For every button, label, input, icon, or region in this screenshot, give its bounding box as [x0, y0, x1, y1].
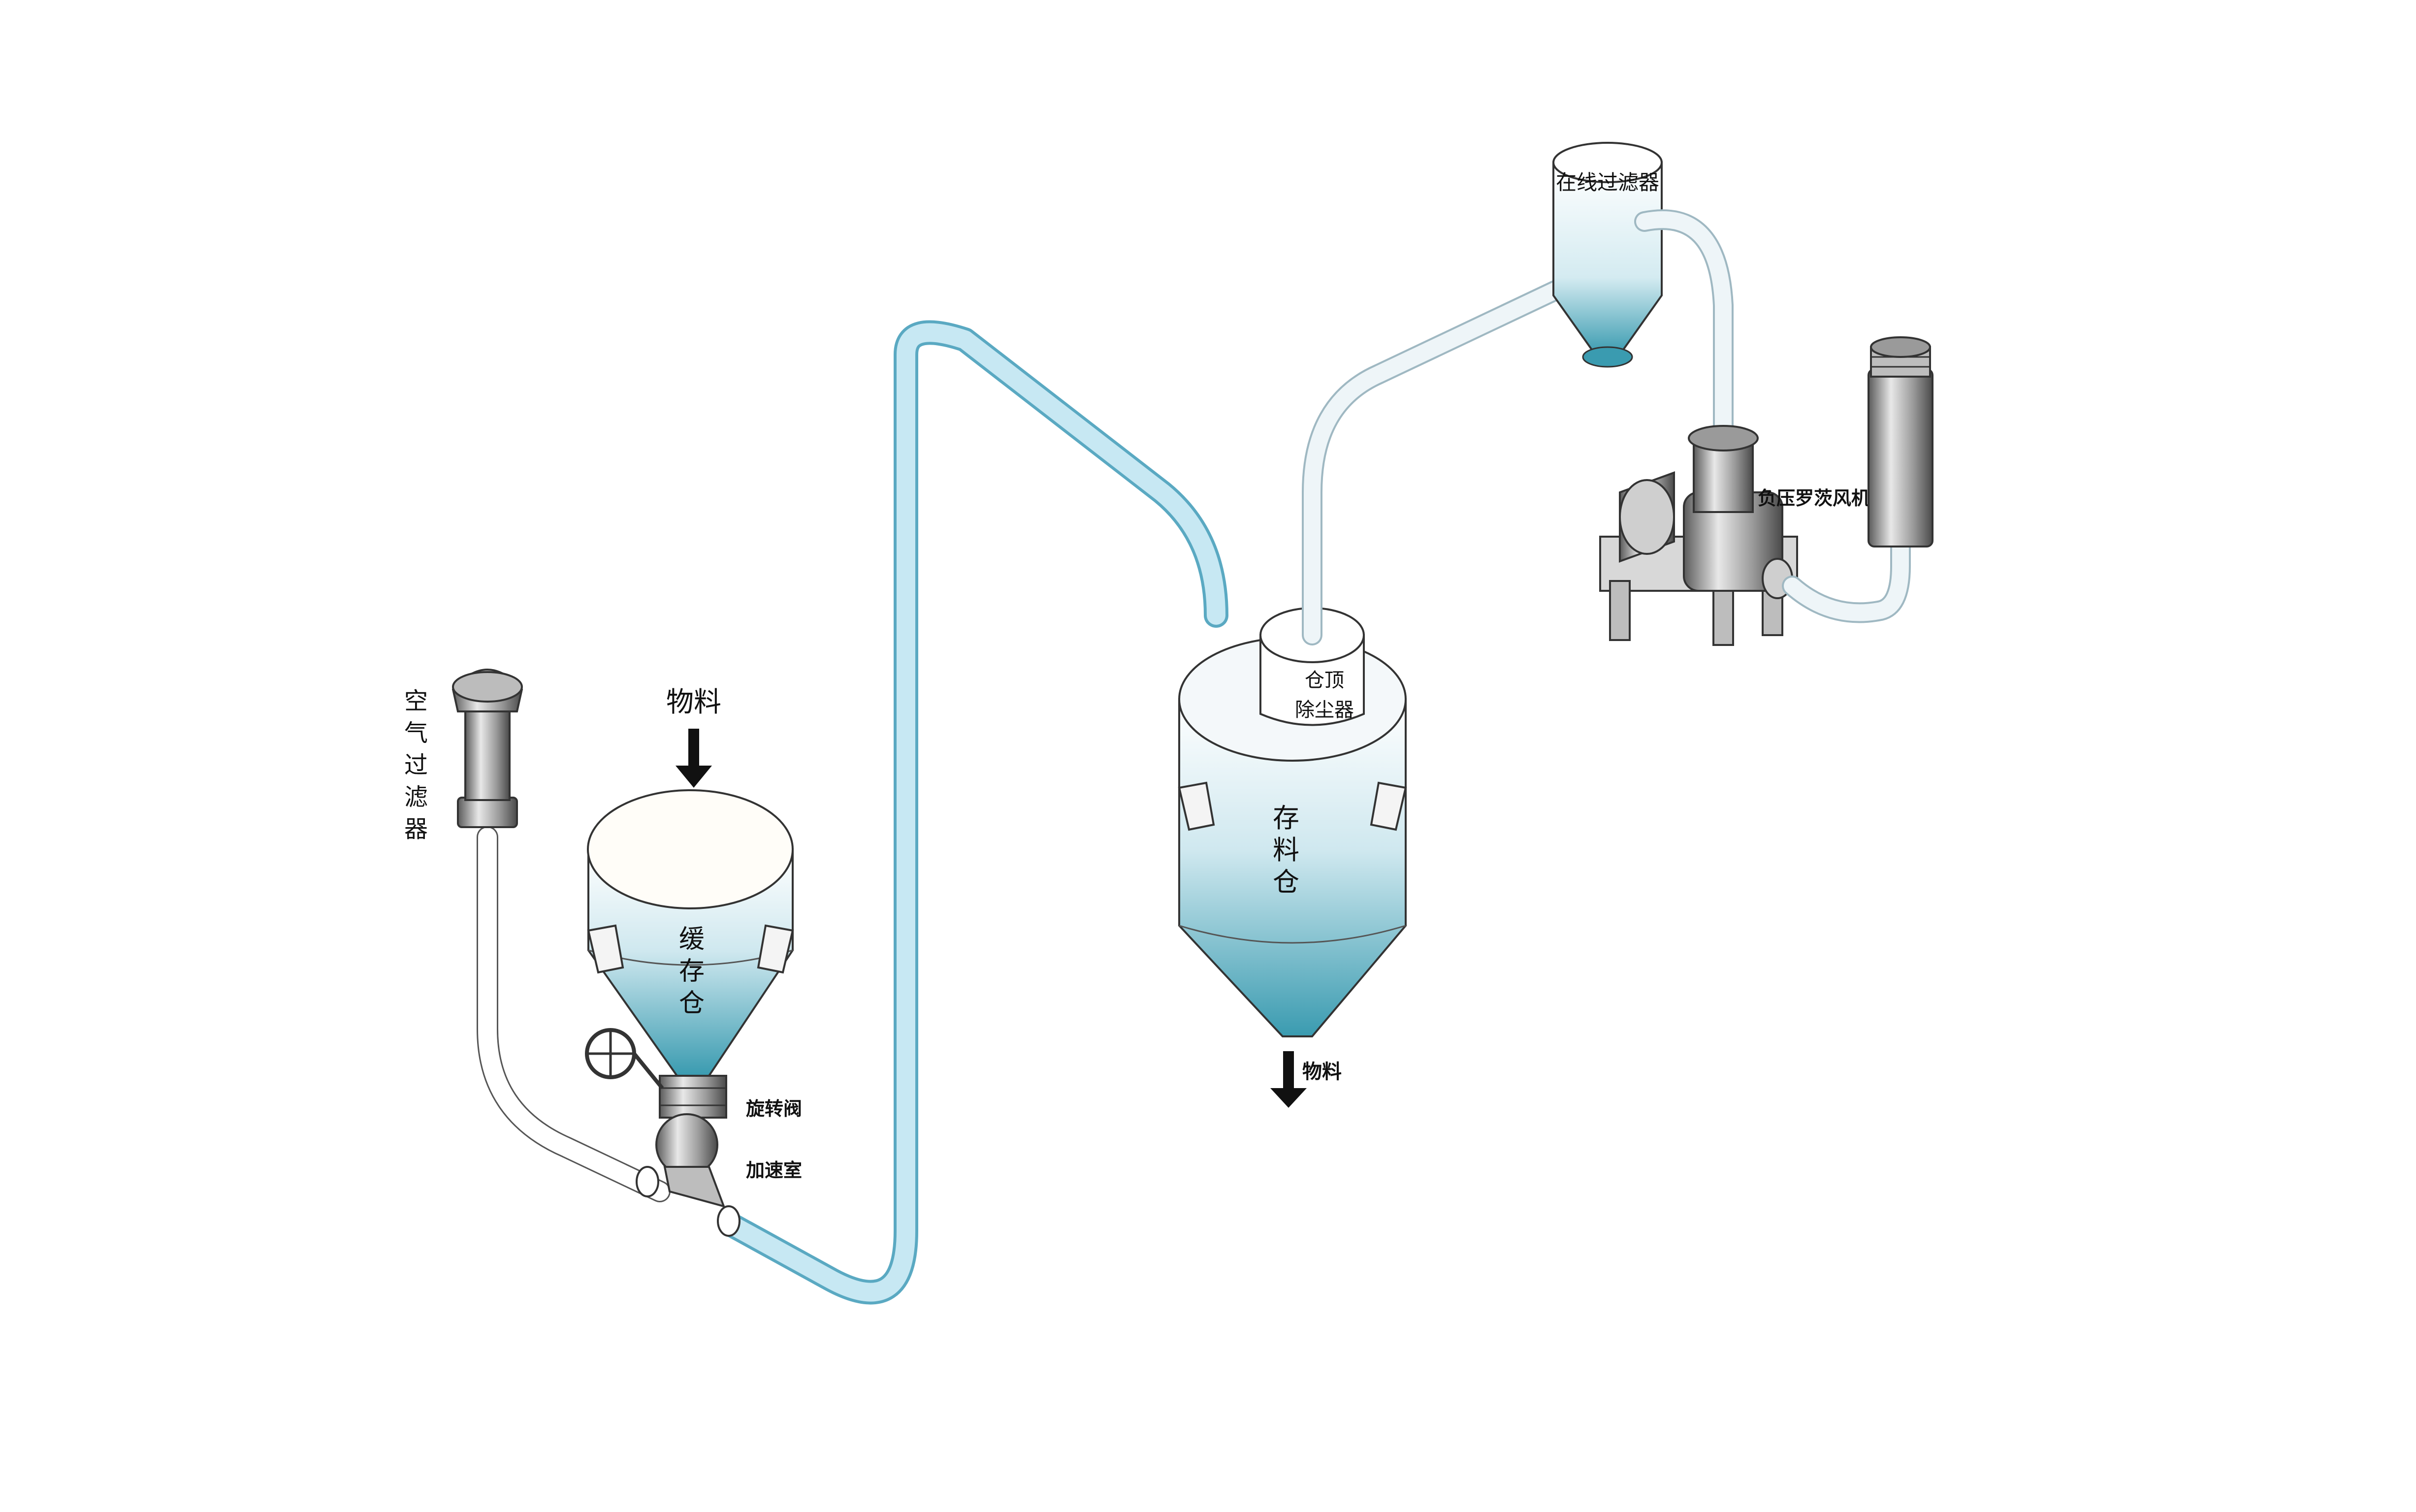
buffer-bin: [587, 789, 794, 1077]
roots-blower-label: 负压罗茨风机: [1758, 487, 1870, 509]
accel-chamber-label: 加速室: [746, 1159, 802, 1181]
svg-text:仓顶: 仓顶: [1305, 669, 1344, 692]
svg-text:缓: 缓: [679, 925, 705, 954]
material-out-arrow: [1270, 1051, 1307, 1108]
accel-chamber: [636, 1113, 741, 1237]
storage-bin-label: 存 料 仓: [1273, 803, 1299, 898]
svg-text:除尘器: 除尘器: [1295, 699, 1354, 721]
air-filter: [451, 669, 671, 1202]
material-out-label: 物料: [1302, 1061, 1342, 1083]
air-filter-label: 空 气 过 滤 器: [404, 687, 428, 843]
svg-text:滤: 滤: [404, 783, 428, 811]
svg-text:空: 空: [404, 687, 428, 715]
roots-blower: [1599, 425, 1798, 646]
filter-to-blower-pipe: [1634, 209, 1734, 453]
svg-text:料: 料: [1273, 835, 1299, 866]
svg-text:仓: 仓: [1273, 867, 1299, 898]
svg-text:仓: 仓: [679, 989, 705, 1018]
silencer: [1868, 336, 1933, 547]
rotary-valve: [585, 1028, 727, 1119]
suction-pipe: [1302, 275, 1576, 645]
svg-text:存: 存: [1273, 803, 1299, 834]
conveying-pipe: [721, 320, 1228, 1305]
buffer-bin-label: 缓 存 仓: [679, 925, 705, 1018]
rotary-valve-label: 旋转阀: [746, 1098, 802, 1120]
inline-filter: [1552, 142, 1663, 368]
material-in-label: 物料: [666, 686, 721, 718]
dust-collector-label: 仓顶 除尘器: [1295, 669, 1354, 721]
inline-filter-label: 在线过滤器: [1556, 170, 1659, 194]
material-in-arrow: [676, 729, 712, 788]
svg-text:存: 存: [679, 957, 705, 986]
exhaust-pipe: [1782, 531, 1911, 623]
svg-text:气: 气: [404, 719, 428, 747]
svg-text:过: 过: [404, 751, 428, 779]
svg-text:器: 器: [404, 815, 428, 843]
